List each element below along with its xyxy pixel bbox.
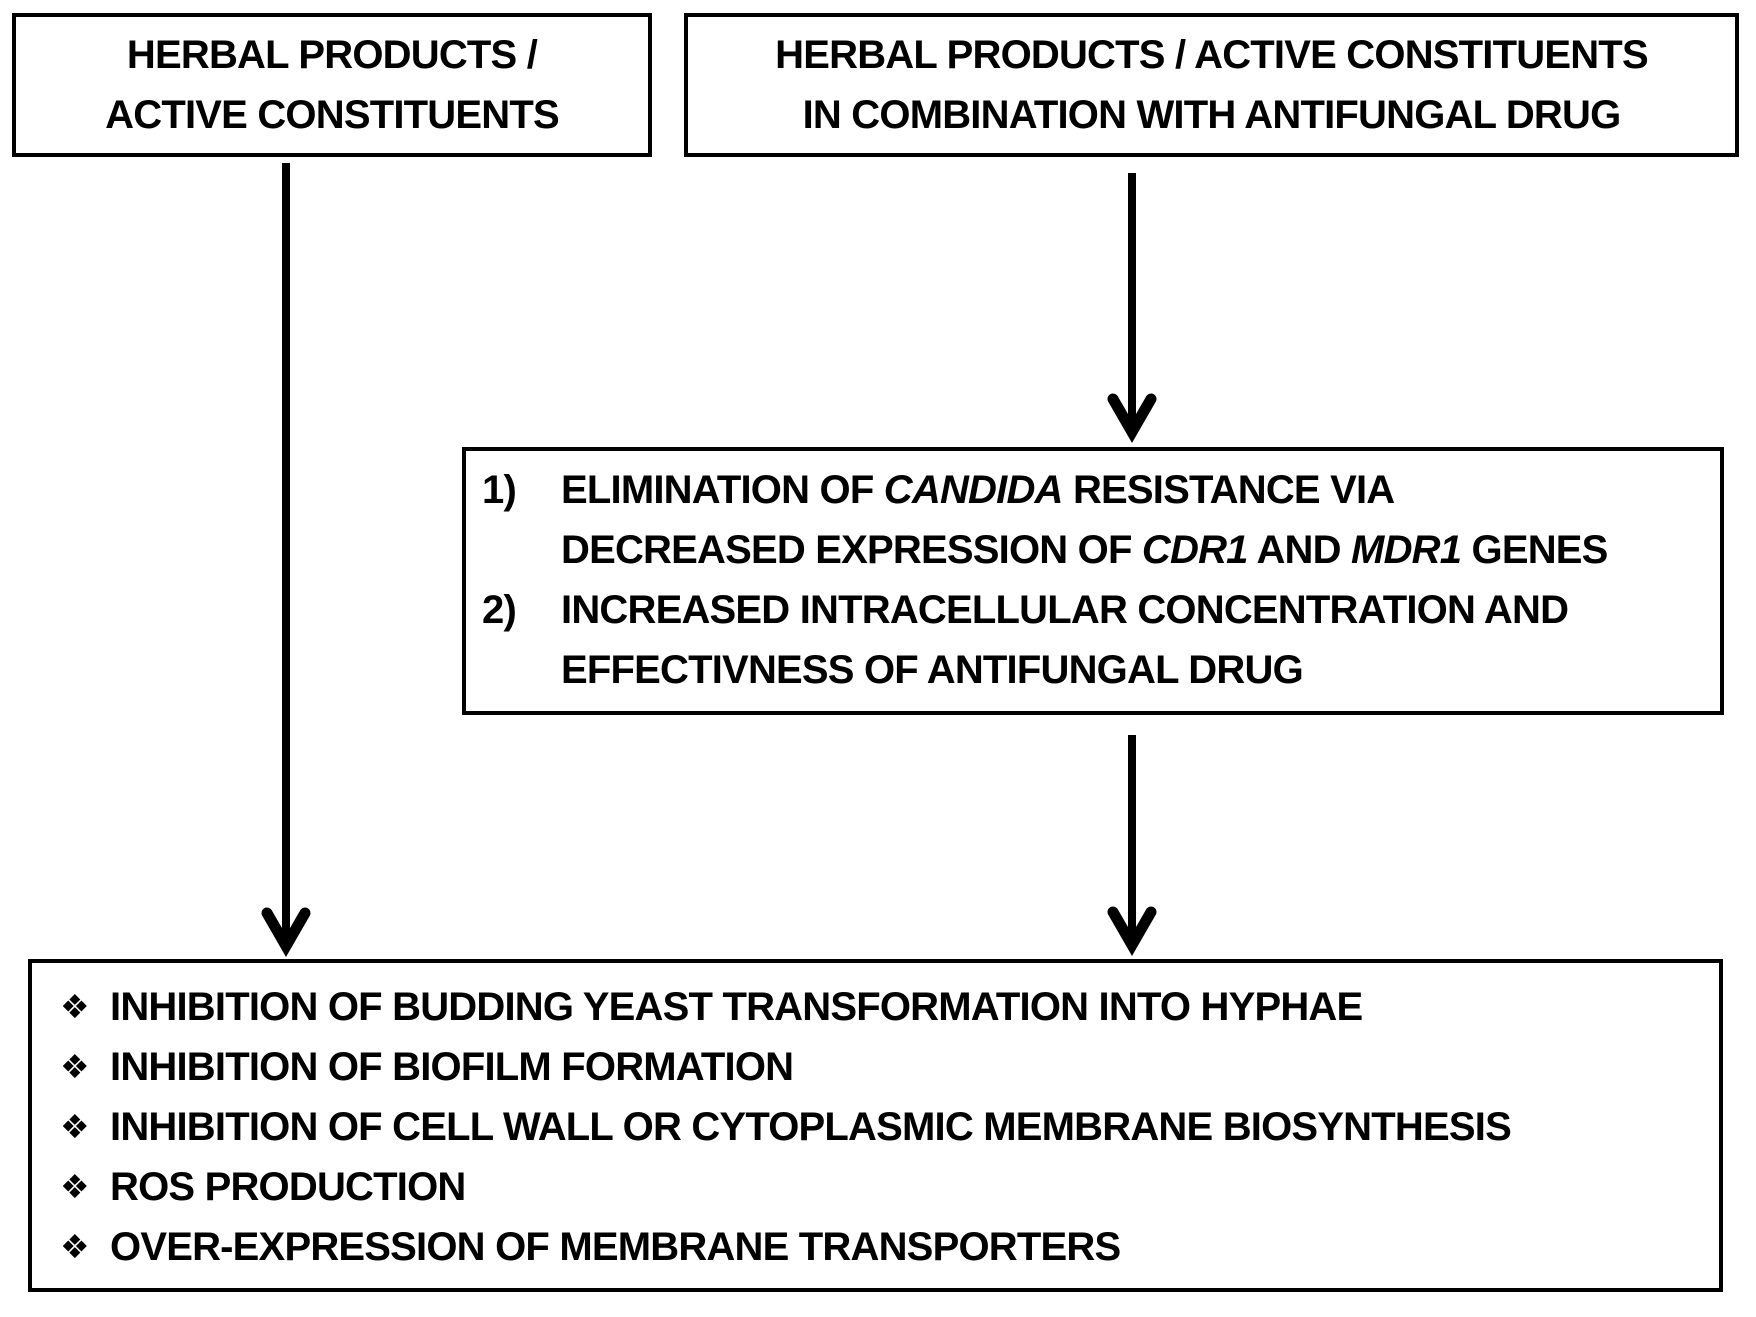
list-text: INCREASED INTRACELLULAR CONCENTRATION AN… xyxy=(561,588,1569,632)
box-combination-line: HERBAL PRODUCTS / ACTIVE CONSTITUENTS xyxy=(775,33,1648,77)
diamond-bullet-icon: ❖ xyxy=(60,1227,90,1266)
list-text: DECREASED EXPRESSION OF CDR1 AND MDR1 GE… xyxy=(561,528,1608,572)
bullet-list-item: ❖ INHIBITION OF CELL WALL OR CYTOPLASMIC… xyxy=(60,1097,1709,1157)
diamond-bullet-icon: ❖ xyxy=(60,987,90,1026)
numbered-item-row: EFFECTIVNESS OF ANTIFUNGAL DRUG xyxy=(482,640,1710,700)
box-antifungal-effects: ❖ INHIBITION OF BUDDING YEAST TRANSFORMA… xyxy=(28,959,1723,1292)
bullet-list-item: ❖ INHIBITION OF BIOFILM FORMATION xyxy=(60,1037,1709,1097)
list-text: EFFECTIVNESS OF ANTIFUNGAL DRUG xyxy=(561,648,1304,692)
numbered-item-row: 2) INCREASED INTRACELLULAR CONCENTRATION… xyxy=(482,580,1710,640)
bullet-item-text: INHIBITION OF BUDDING YEAST TRANSFORMATI… xyxy=(110,985,1363,1029)
down-arrow-combination-to-mechanism xyxy=(1107,173,1157,444)
bullet-list-item: ❖ ROS PRODUCTION xyxy=(60,1157,1709,1217)
box-combination-with-antifungal: HERBAL PRODUCTS / ACTIVE CONSTITUENTS IN… xyxy=(684,13,1739,157)
down-arrow-mechanism-to-effects xyxy=(1107,735,1157,957)
diamond-bullet-icon: ❖ xyxy=(60,1167,90,1206)
list-number: 2) xyxy=(482,588,517,632)
list-text: ELIMINATION OF CANDIDA RESISTANCE VIA xyxy=(561,468,1395,512)
numbered-item-row: DECREASED EXPRESSION OF CDR1 AND MDR1 GE… xyxy=(482,520,1710,580)
numbered-item-row: 1) ELIMINATION OF CANDIDA RESISTANCE VIA xyxy=(482,460,1710,520)
box-herbal-products-line: HERBAL PRODUCTS / xyxy=(126,33,538,77)
diamond-bullet-icon: ❖ xyxy=(60,1047,90,1086)
box-herbal-products: HERBAL PRODUCTS / ACTIVE CONSTITUENTS xyxy=(12,13,652,157)
box-resistance-mechanisms: 1) ELIMINATION OF CANDIDA RESISTANCE VIA… xyxy=(462,447,1724,715)
bullet-list-item: ❖ OVER-EXPRESSION OF MEMBRANE TRANSPORTE… xyxy=(60,1217,1709,1277)
bullet-list-item: ❖ INHIBITION OF BUDDING YEAST TRANSFORMA… xyxy=(60,977,1709,1037)
bullet-item-text: OVER-EXPRESSION OF MEMBRANE TRANSPORTERS xyxy=(110,1225,1121,1269)
down-arrow-herbal-to-effects xyxy=(261,163,311,958)
bullet-item-text: INHIBITION OF CELL WALL OR CYTOPLASMIC M… xyxy=(110,1105,1512,1149)
list-number: 1) xyxy=(482,468,517,512)
bullet-item-text: ROS PRODUCTION xyxy=(110,1165,466,1209)
diamond-bullet-icon: ❖ xyxy=(60,1107,90,1146)
box-combination-line: IN COMBINATION WITH ANTIFUNGAL DRUG xyxy=(802,93,1622,137)
box-herbal-products-line: ACTIVE CONSTITUENTS xyxy=(105,93,560,137)
bullet-item-text: INHIBITION OF BIOFILM FORMATION xyxy=(110,1045,794,1089)
